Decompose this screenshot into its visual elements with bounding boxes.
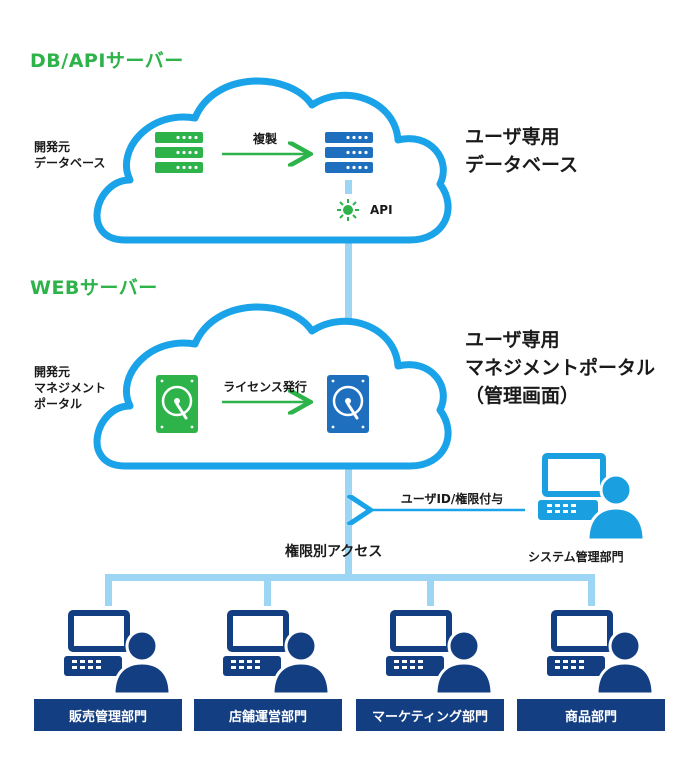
- dept-person-icon-4: [595, 629, 655, 696]
- dept-label-sales: 販売管理部門: [34, 699, 182, 731]
- bus-drop-2: [264, 574, 271, 606]
- dev-database-server-icon: [155, 132, 203, 173]
- api-label: API: [370, 203, 393, 217]
- db-section-title: DB/APIサーバー: [30, 50, 184, 72]
- db-cloud: [93, 77, 452, 244]
- dev-portal-label: 開発元 マネジメント ポータル: [34, 365, 107, 411]
- web-section-title: WEBサーバー: [30, 277, 158, 299]
- horizontal-bus: [105, 574, 595, 581]
- dept-computer-icon-4: [547, 610, 613, 676]
- dev-db-label: 開発元 データベース: [34, 140, 106, 170]
- dept-person-icon-3: [434, 629, 494, 696]
- dept-computer-icon-2: [223, 610, 289, 676]
- bus-drop-3: [427, 574, 434, 606]
- dept-person-icon-2: [271, 629, 331, 696]
- user-db-label: ユーザ専用 データベース: [465, 126, 579, 176]
- copy-label: 複製: [252, 132, 277, 146]
- user-portal-drive-icon: [327, 375, 369, 433]
- dept-computer-icon-3: [386, 610, 452, 676]
- dev-portal-drive-icon: [156, 375, 198, 433]
- dept-label-store: 店舗運営部門: [194, 699, 342, 731]
- license-label: ライセンス発行: [223, 380, 307, 394]
- dept-computer-icon-1: [64, 610, 130, 676]
- admin-computer-icon: [538, 453, 606, 520]
- dept-label-marketing: マーケティング部門: [356, 699, 504, 731]
- bus-drop-4: [588, 574, 595, 606]
- dept-person-icon-1: [112, 629, 172, 696]
- grant-label: ユーザID/権限付与: [400, 492, 504, 506]
- access-label: 権限別アクセス: [285, 544, 383, 560]
- user-database-server-icon: [325, 132, 373, 173]
- user-portal-label: ユーザ専用 マネジメントポータル （管理画面）: [465, 329, 656, 407]
- api-icon: [337, 199, 359, 221]
- dept-label-product: 商品部門: [517, 699, 665, 731]
- bus-drop-1: [105, 574, 112, 606]
- admin-person-icon: [586, 473, 646, 542]
- admin-label: システム管理部門: [528, 550, 624, 564]
